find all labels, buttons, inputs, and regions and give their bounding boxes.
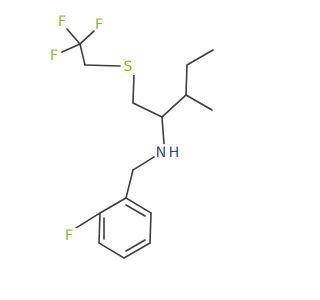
molecule-canvas: F F F S N H F xyxy=(49,14,214,259)
ring-bond-5 xyxy=(149,212,152,244)
atom-labels: F F F S N H F xyxy=(50,14,181,244)
bond-c-f2 xyxy=(79,30,95,45)
bond-chme-ethyl-ch2 xyxy=(185,64,188,96)
ring-bond-6 xyxy=(125,197,152,214)
atom-f-1: F xyxy=(58,14,66,30)
bonds xyxy=(61,28,214,259)
bond-ch2-ring xyxy=(125,169,134,199)
atom-n-bg xyxy=(155,144,181,162)
atom-ring-f-bg xyxy=(63,228,77,244)
bond-c-f1 xyxy=(66,28,81,45)
structure-diagram: F F F S N H F xyxy=(50,14,214,259)
ring-bond-4 xyxy=(123,242,151,259)
ring-bond-1 xyxy=(99,197,127,214)
atom-n: N xyxy=(156,145,166,161)
ring-bond-2 xyxy=(98,212,101,244)
ring-bond-3 xyxy=(98,242,125,259)
atom-s: S xyxy=(124,59,133,75)
bond-ch2-ch xyxy=(132,102,163,118)
ring-double-2 xyxy=(125,239,146,252)
bond-c-s-2 xyxy=(84,64,121,67)
bond-c-s xyxy=(79,43,86,66)
bond-c-f3 xyxy=(61,43,81,53)
bond-ch-chme xyxy=(161,94,187,118)
ring-double-3 xyxy=(125,204,146,217)
bond-s-ch2 xyxy=(132,72,135,104)
bond-chme-methyl xyxy=(185,94,213,111)
bond-n-ch2 xyxy=(132,156,155,171)
atom-ring-f: F xyxy=(65,228,73,244)
bond-ch-n xyxy=(161,116,165,145)
atom-f-2: F xyxy=(95,17,103,33)
atom-n-hydrogen: H xyxy=(169,145,180,161)
atom-f-3: F xyxy=(50,48,58,64)
bond-ring-f xyxy=(75,212,101,229)
bond-ethyl-ch3 xyxy=(186,49,214,66)
atom-s-bg xyxy=(121,59,135,75)
